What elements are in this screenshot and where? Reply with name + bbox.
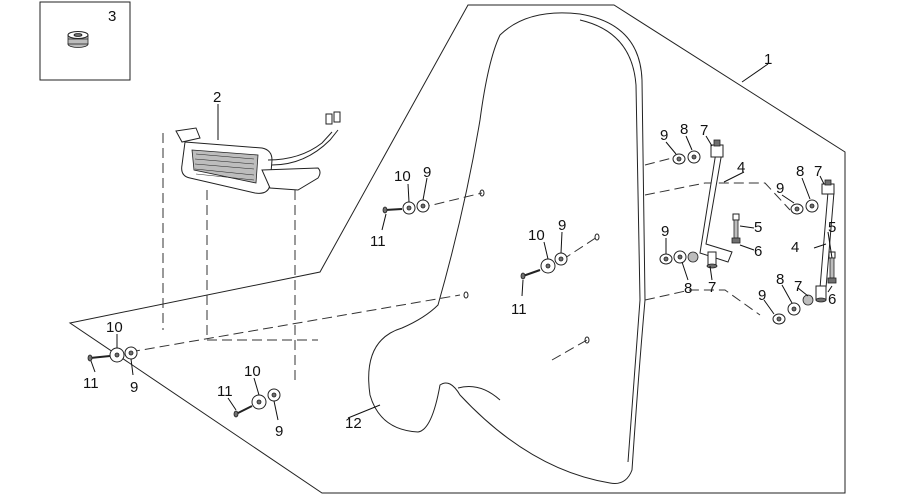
callout-8-bottom-right: 8 (776, 271, 784, 288)
callout-9-center-set: 9 (558, 217, 566, 234)
fastener-set-lower-center (233, 388, 281, 418)
callout-7-top-left: 7 (700, 122, 708, 139)
callout-10-upper-left-set: 10 (394, 168, 411, 185)
screw-left (731, 213, 741, 244)
callout-11-lower-center-set: 11 (217, 383, 233, 400)
fastener-set-center (520, 252, 568, 280)
callout-9-mid-left: 9 (661, 223, 669, 240)
lamp-assembly (175, 111, 341, 194)
callout-1: 1 (764, 51, 772, 68)
washers-bottom-right-bracket (772, 294, 814, 325)
callout-8-top-right: 8 (796, 163, 804, 180)
callout-11-upper-left-set: 11 (370, 233, 386, 250)
bracket-right (815, 179, 835, 303)
callout-10-lower-center-set: 10 (244, 363, 261, 380)
callout-4-right: 4 (791, 239, 799, 256)
washers-bottom-left-bracket (659, 250, 699, 265)
callout-11-lower-left-set: 11 (83, 375, 99, 392)
callout-9-lower-center-set: 9 (275, 423, 283, 440)
callout-12: 12 (345, 415, 362, 432)
callout-10-lower-left-set: 10 (106, 319, 123, 336)
callout-3: 3 (108, 8, 116, 25)
callout-6-left: 6 (754, 243, 762, 260)
assembly-guide-lines (129, 133, 791, 385)
callout-8-top-left: 8 (680, 121, 688, 138)
detail-box-part-3: 3 (39, 1, 131, 81)
callout-9-top-right: 9 (776, 180, 784, 197)
callout-9-top-left: 9 (660, 127, 668, 144)
kit-outline (68, 4, 846, 494)
callout-2: 2 (213, 89, 221, 106)
callout-9-bottom-right: 9 (758, 287, 766, 304)
callout-labels: 1 2 4 4 5 5 6 6 7 7 7 7 8 8 8 8 9 9 9 9 … (83, 51, 836, 440)
fastener-set-lower-left (87, 346, 138, 363)
callout-4-left: 4 (737, 159, 745, 176)
windscreen-lower-contour (457, 386, 501, 401)
callout-7-bottom-right: 7 (794, 278, 802, 295)
callout-7-bottom-left: 7 (708, 279, 716, 296)
grommet-part-3 (67, 31, 89, 48)
callout-9-upper-left-set: 9 (423, 164, 431, 181)
leader-lines (90, 63, 833, 421)
callout-9-lower-left-set: 9 (130, 379, 138, 396)
bracket-left (699, 139, 733, 269)
callout-5-left: 5 (754, 219, 762, 236)
windscreen (368, 12, 646, 484)
washers-top-right-bracket (790, 199, 819, 215)
callout-5-right: 5 (828, 219, 836, 236)
callout-7-top-right: 7 (814, 163, 822, 180)
callout-6-right: 6 (828, 291, 836, 308)
fastener-set-upper-left (382, 199, 430, 215)
washers-top-left-bracket (672, 150, 701, 165)
callout-8-bottom-left: 8 (684, 280, 692, 297)
callout-10-center-set: 10 (528, 227, 545, 244)
callout-11-center-set: 11 (511, 301, 527, 318)
windscreen-inner-edge (579, 19, 641, 463)
